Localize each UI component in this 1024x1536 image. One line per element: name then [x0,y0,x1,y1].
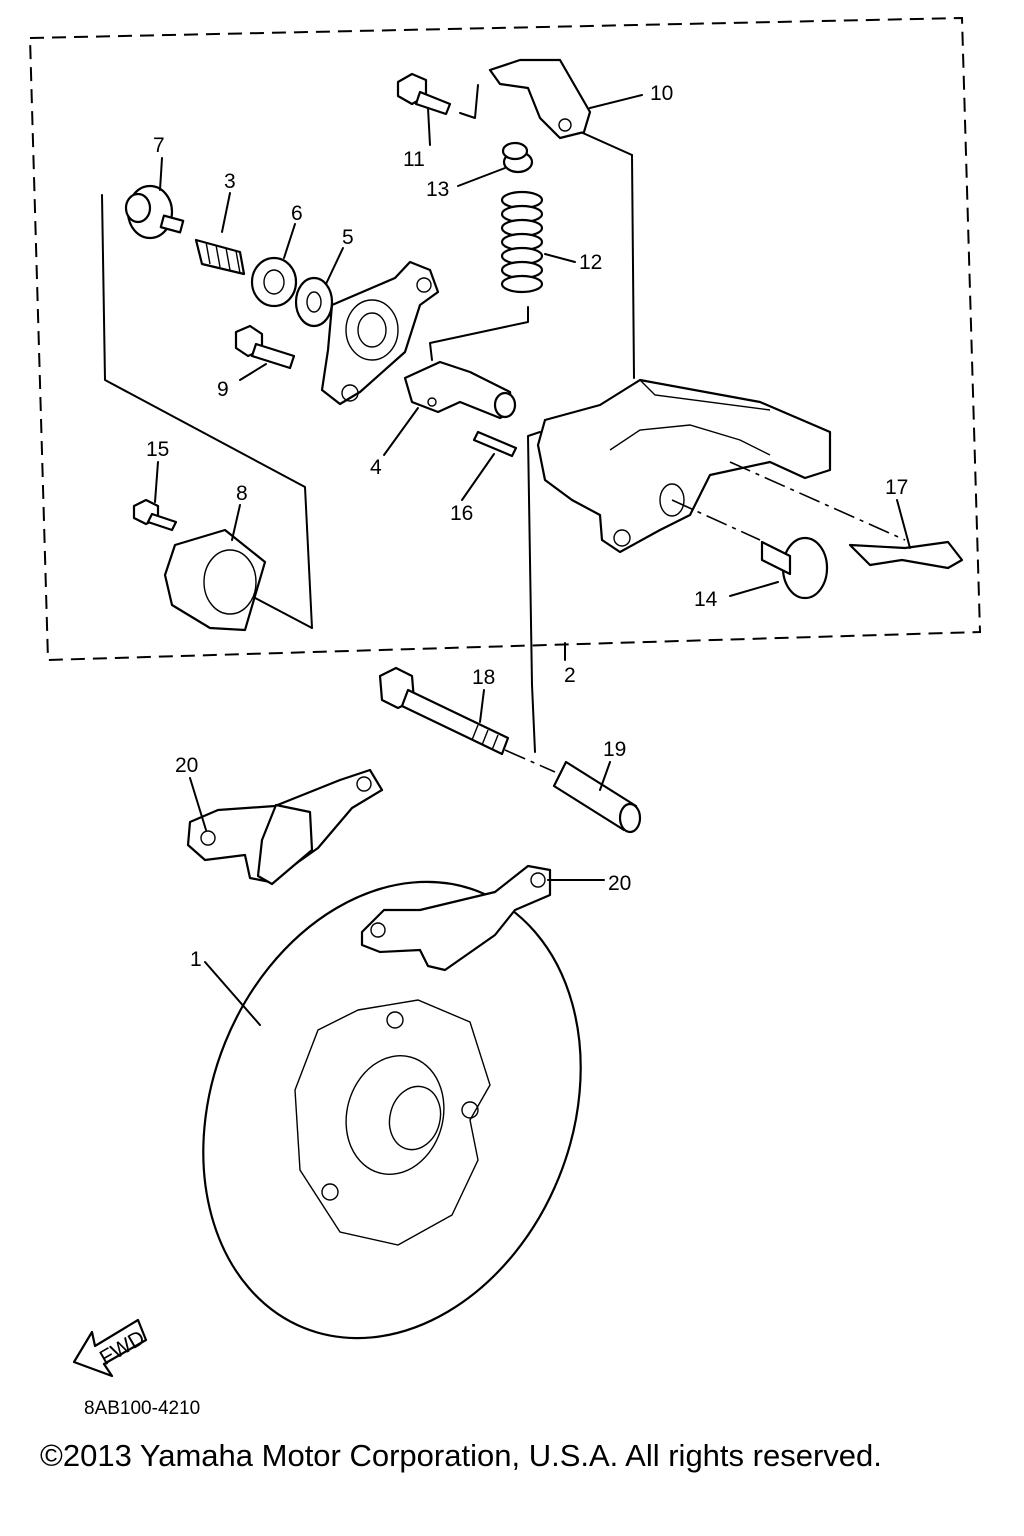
part-8-boot [163,528,267,632]
group-bracket-caliper [527,431,541,753]
part-3-adjuster-screw [194,238,246,276]
forward-direction-arrow: FWD [72,1318,149,1378]
callout-7: 7 [153,134,165,157]
callout-9: 9 [217,378,229,401]
part-16-pin [472,430,518,458]
part-13-cap [501,141,534,174]
part-9-bolt [234,324,296,370]
part-19-sleeve [552,760,642,834]
part-17-clip [848,540,964,570]
callout-20-upper: 20 [175,754,198,777]
part-10-bracket [488,58,592,140]
part-18-bolt [378,666,510,756]
callout-15: 15 [146,438,169,461]
callout-20-lower: 20 [608,872,631,895]
callout-2: 2 [564,664,576,687]
cam-housing [320,260,440,406]
callout-6: 6 [291,202,303,225]
part-20-pad-upper [186,768,384,886]
callout-4: 4 [370,456,382,479]
callout-3: 3 [224,170,236,193]
caliper-body [536,378,832,554]
callout-11: 11 [403,148,425,171]
part-11-bolt [396,72,452,116]
part-14-pin [760,536,829,600]
group-bracket-top [459,84,479,119]
part-1-brake-disc [202,880,582,1340]
callout-17: 17 [885,476,908,499]
callout-10: 10 [650,82,673,105]
callout-16: 16 [450,502,473,525]
group-bracket-spring [429,306,529,361]
leader-lines [154,94,911,1026]
callout-14: 14 [694,588,718,611]
callout-1: 1 [190,948,202,971]
copyright-notice: ©2013 Yamaha Motor Corporation, U.S.A. A… [40,1438,882,1473]
part-5-washer [294,276,334,328]
group-bracket-left [101,194,313,629]
callout-19: 19 [603,738,626,761]
callout-8: 8 [236,482,248,505]
part-12-spring [500,190,544,294]
callout-18: 18 [472,666,495,689]
callout-13: 13 [426,178,449,201]
assembly-boundary [28,16,982,662]
part-4-cam-shaft [403,360,517,420]
drawing-code: 8AB100-4210 [84,1398,201,1419]
part-20-pad-lower [360,864,552,972]
callout-5: 5 [342,226,354,249]
part-15-bolt [132,498,178,532]
part-6-plate [250,256,298,308]
callout-12: 12 [579,251,602,274]
part-7-knob [124,184,185,240]
